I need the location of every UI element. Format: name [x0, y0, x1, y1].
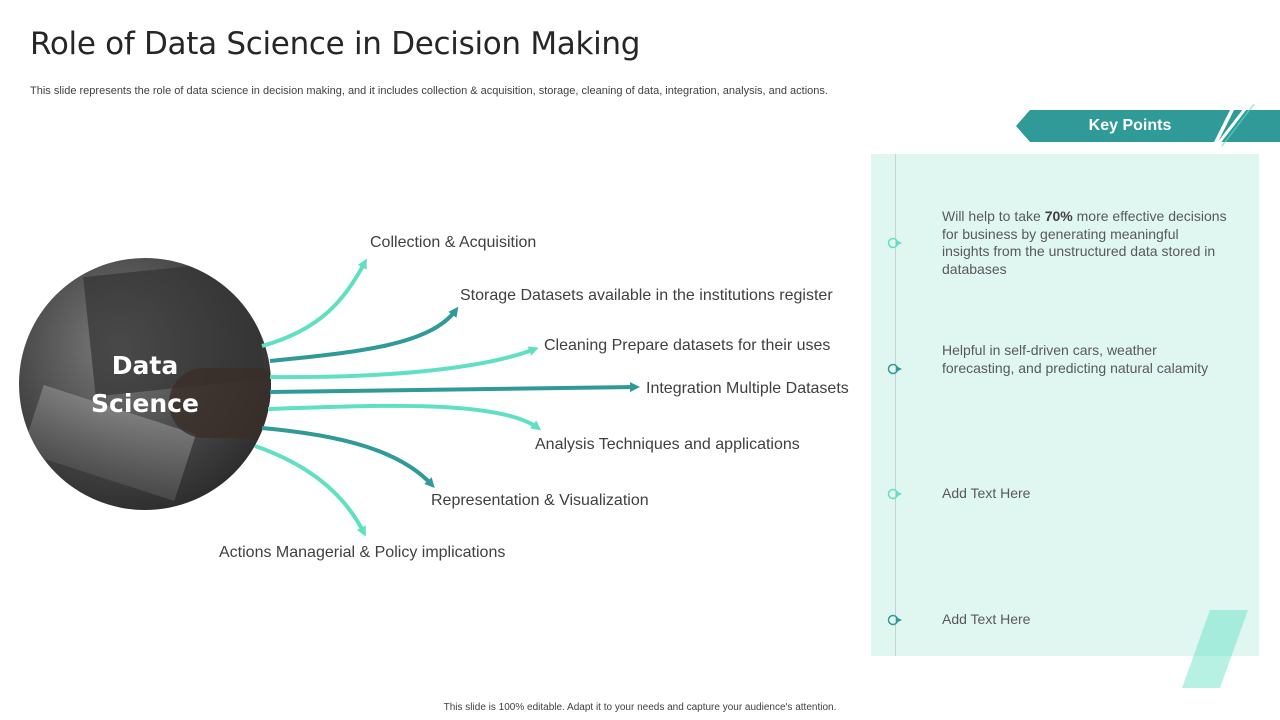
key-point-highlight: 70%: [1044, 208, 1073, 224]
slide-title: Role of Data Science in Decision Making: [30, 26, 641, 62]
hub-label-line1: Data: [111, 351, 179, 380]
flow-label-actions: Actions Managerial & Policy implications: [219, 544, 506, 561]
flow-label-storage: Storage Datasets available in the instit…: [460, 287, 833, 304]
data-science-image: [19, 258, 271, 510]
decorative-parallelogram: [1182, 610, 1248, 688]
target-arrow-icon: [887, 363, 905, 375]
key-points-panel: [871, 154, 1259, 656]
flow-arrow-representation: [261, 426, 435, 488]
flow-label-analysis: Analysis Techniques and applications: [535, 436, 800, 453]
key-points-timeline: [895, 154, 896, 656]
hub-label-line2: Science: [91, 389, 199, 418]
flow-label-integration: Integration Multiple Datasets: [646, 380, 849, 397]
flow-arrow-collection: [261, 258, 367, 348]
target-arrow-icon: [887, 488, 905, 500]
slide-footer: This slide is 100% editable. Adapt it to…: [443, 702, 837, 713]
flow-label-cleaning: Cleaning Prepare datasets for their uses: [544, 337, 831, 354]
key-point-item-2: Helpful in self-driven cars, weather for…: [942, 342, 1209, 376]
hub-label: Data Science: [19, 347, 271, 423]
flow-arrow-storage: [269, 306, 459, 363]
key-point-item-3: Add Text Here: [942, 485, 1031, 501]
key-points-heading: Key Points: [1088, 117, 1172, 134]
flow-arrow-actions: [254, 444, 366, 537]
key-points-banner: [1016, 100, 1280, 148]
key-point-item-1: Will help to take 70% more effective dec…: [942, 208, 1227, 278]
slide-subtitle: This slide represents the role of data s…: [30, 85, 828, 97]
flow-arrow-integration: [269, 382, 640, 394]
hand-shape: [169, 368, 271, 438]
key-point-text: more effective decisions for business by…: [942, 208, 1227, 277]
flow-arrow-analysis: [267, 403, 542, 431]
flow-label-representation: Representation & Visualization: [431, 492, 649, 509]
key-point-text: Will help to take: [942, 208, 1045, 224]
flow-arrow-cleaning: [269, 346, 539, 380]
flow-label-collection: Collection & Acquisition: [370, 234, 537, 251]
key-point-item-4: Add Text Here: [942, 611, 1031, 627]
target-arrow-icon: [887, 614, 905, 626]
target-arrow-icon: [887, 237, 905, 249]
